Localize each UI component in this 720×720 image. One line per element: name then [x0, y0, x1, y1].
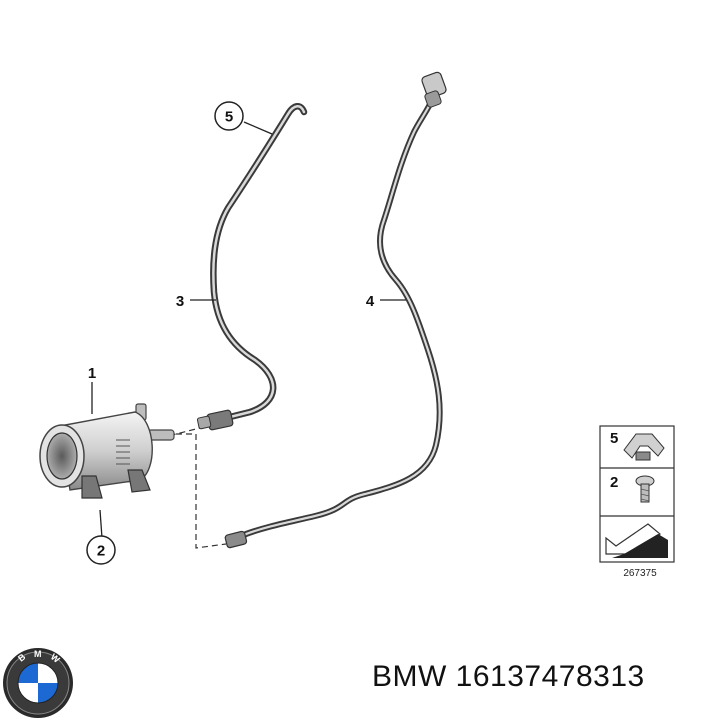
- callout-5-label: 5: [225, 109, 233, 126]
- canister-part-1: [39, 403, 175, 499]
- legend-item-2-label: 2: [610, 474, 618, 491]
- clip-icon: [623, 433, 665, 461]
- hose-4: [233, 93, 443, 543]
- leader-lines: [91, 121, 406, 539]
- callout-1-label: 1: [88, 365, 96, 382]
- assembly-guide-lines: [159, 427, 227, 549]
- bmw-logo-icon: B M W: [3, 648, 73, 718]
- callout-2-label: 2: [97, 543, 105, 560]
- reference-number: 267375: [623, 568, 657, 579]
- callout-4-label: 4: [366, 293, 375, 310]
- caption-part-number: 16137478313: [455, 660, 645, 693]
- parts-legend: 5 2: [599, 425, 675, 563]
- hose-3: [210, 103, 308, 422]
- callout-3-label: 3: [176, 293, 184, 310]
- caption-brand: BMW: [372, 660, 447, 693]
- callout-2: 2: [86, 535, 116, 565]
- screw-icon: [635, 475, 655, 503]
- svg-text:M: M: [34, 649, 42, 659]
- direction-arrow-icon: [605, 523, 668, 558]
- hose-3-connector: [196, 409, 234, 431]
- legend-item-5-label: 5: [610, 430, 618, 447]
- part-caption: BMW 16137478313: [372, 660, 645, 694]
- callout-5: 5: [214, 101, 244, 131]
- hose-4-bottom-connector: [224, 530, 248, 549]
- hose-4-top-connector: [421, 71, 447, 108]
- svg-text:B: B: [16, 651, 28, 663]
